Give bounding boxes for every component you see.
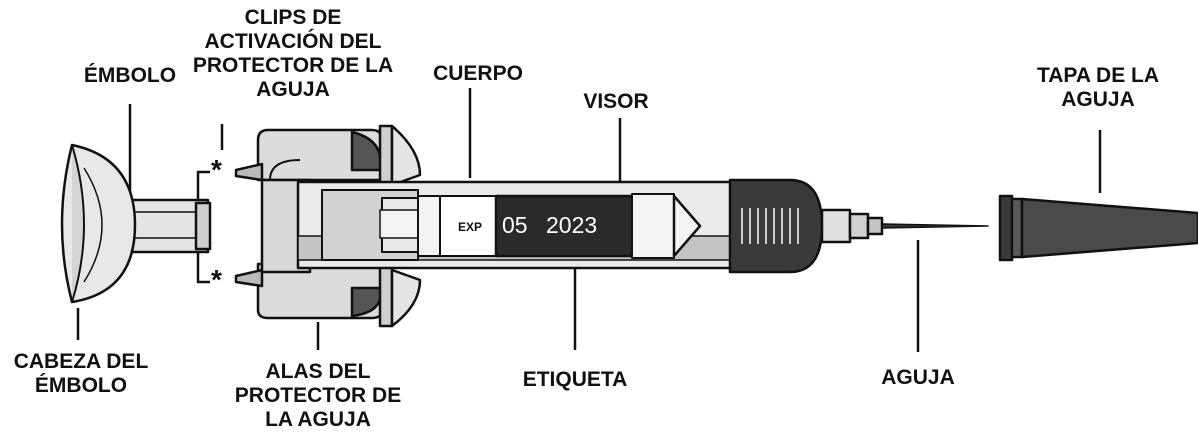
- clip-marker-top: *: [211, 154, 222, 185]
- label-needle-guard-wings: ALAS DEL PROTECTOR DE LA AGUJA: [234, 360, 402, 431]
- exp-month: 05: [502, 212, 528, 238]
- label-window: VISOR: [583, 90, 649, 113]
- grip: [728, 178, 824, 274]
- label-plunger: ÉMBOLO: [83, 64, 177, 87]
- label-label: ETIQUETA: [522, 368, 628, 391]
- exp-year: 2023: [546, 212, 598, 238]
- label-needle-cap: TAPA DE LA AGUJA: [1036, 64, 1160, 111]
- label-needle: AGUJA: [881, 366, 955, 389]
- exp-label: EXP: [458, 220, 483, 234]
- label-window: [417, 193, 702, 259]
- plunger-head: [60, 143, 137, 304]
- needle-shaft: [881, 223, 989, 229]
- label-plunger-head: CABEZA DEL ÉMBOLO: [13, 350, 149, 397]
- clip-marker-bottom: *: [211, 264, 222, 295]
- label-body: CUERPO: [433, 62, 523, 85]
- needle-hub: [820, 208, 884, 244]
- needle-cap: [998, 194, 1198, 262]
- label-needle-guard-clips: CLIPS DE ACTIVACIÓN DEL PROTECTOR DE LA …: [192, 6, 394, 101]
